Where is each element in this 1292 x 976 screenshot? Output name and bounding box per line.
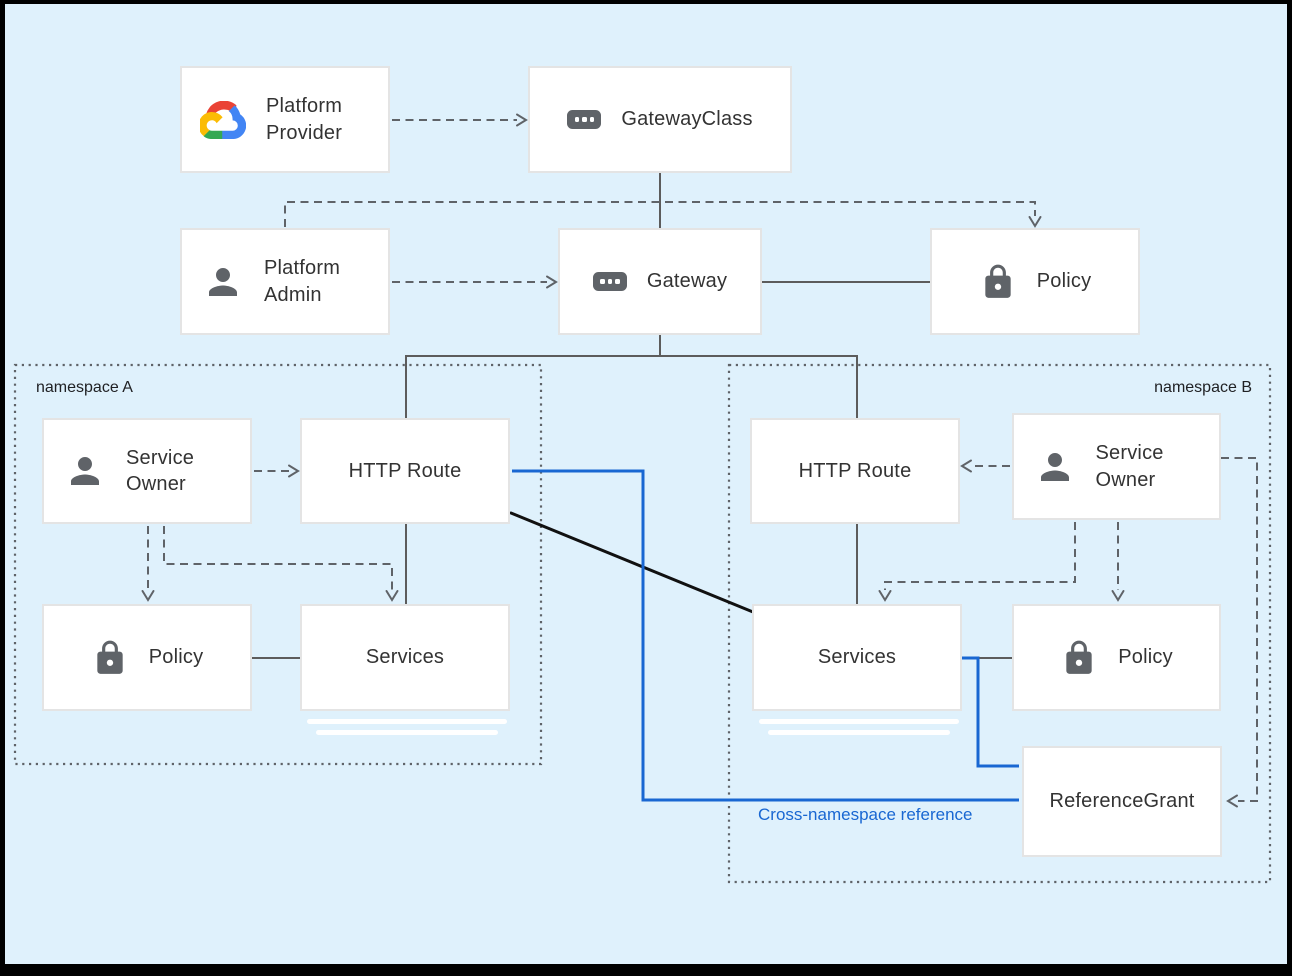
person-icon bbox=[1034, 446, 1076, 488]
service-owner-b-label: Service Owner bbox=[1095, 442, 1164, 491]
arrowhead-services-b bbox=[878, 590, 892, 602]
node-platform-admin: Platform Admin bbox=[180, 228, 390, 335]
referencegrant-label: ReferenceGrant bbox=[1049, 790, 1195, 813]
node-policy-a: Policy bbox=[42, 604, 252, 711]
arrowhead-services-a bbox=[385, 590, 399, 602]
node-http-route-a: HTTP Route bbox=[300, 418, 510, 524]
namespace-b-border bbox=[727, 363, 1272, 884]
gateway-label: Gateway bbox=[646, 270, 728, 293]
edge-httproute-a-services-b bbox=[509, 511, 755, 614]
platform-admin-label: Platform Admin bbox=[264, 257, 341, 306]
node-platform-provider: Platform Provider bbox=[180, 66, 390, 173]
arrowhead-httproute-b bbox=[960, 459, 972, 473]
lock-icon bbox=[979, 263, 1017, 301]
edge-gateway-httproutes bbox=[405, 335, 858, 418]
arrowhead-referencegrant bbox=[1226, 794, 1238, 808]
http-route-a-label: HTTP Route bbox=[348, 459, 462, 482]
edge-httproute-a-referencegrant bbox=[512, 469, 1019, 802]
services-a-stack-line bbox=[307, 719, 507, 724]
service-owner-a-label: Service Owner bbox=[126, 446, 195, 495]
node-referencegrant: ReferenceGrant bbox=[1022, 746, 1222, 857]
arrowhead-policy-cluster bbox=[1028, 216, 1042, 228]
node-services-a: Services bbox=[300, 604, 510, 711]
services-b-stack-line bbox=[759, 719, 959, 724]
google-cloud-icon bbox=[200, 100, 246, 139]
services-a-label: Services bbox=[365, 646, 445, 669]
node-policy-cluster: Policy bbox=[930, 228, 1140, 335]
arrowhead-gateway bbox=[546, 275, 558, 289]
namespace-b-label: namespace B bbox=[1154, 379, 1252, 396]
services-b-stack-line bbox=[768, 730, 950, 735]
resource-chip-icon bbox=[567, 110, 602, 129]
policy-a-label: Policy bbox=[148, 646, 204, 669]
node-http-route-b: HTTP Route bbox=[750, 418, 960, 524]
services-b-label: Services bbox=[817, 646, 897, 669]
person-icon bbox=[202, 261, 244, 303]
arrowhead-policy-b bbox=[1111, 590, 1125, 602]
person-icon bbox=[64, 450, 106, 492]
node-services-b: Services bbox=[752, 604, 962, 711]
edge-owner-b-services-b bbox=[884, 522, 1076, 590]
arrowhead-policy-a bbox=[141, 590, 155, 602]
node-service-owner-b: Service Owner bbox=[1012, 413, 1221, 520]
platform-provider-label: Platform Provider bbox=[266, 95, 343, 144]
edge-owner-a-services-a bbox=[163, 526, 393, 590]
edge-owner-b-referencegrant bbox=[1221, 457, 1258, 802]
policy-cluster-label: Policy bbox=[1036, 270, 1092, 293]
http-route-b-label: HTTP Route bbox=[798, 459, 912, 482]
node-gatewayclass: GatewayClass bbox=[528, 66, 792, 173]
arrowhead-gatewayclass bbox=[516, 113, 528, 127]
lock-icon bbox=[1060, 639, 1098, 677]
edge-services-b-referencegrant bbox=[962, 656, 1019, 768]
cross-namespace-reference-label: Cross-namespace reference bbox=[758, 805, 973, 824]
node-gateway: Gateway bbox=[558, 228, 762, 335]
services-a-stack-line bbox=[316, 730, 498, 735]
namespace-a-label: namespace A bbox=[36, 379, 133, 396]
arrowhead-httproute-a bbox=[288, 464, 300, 478]
resource-chip-icon bbox=[592, 272, 627, 291]
node-service-owner-a: Service Owner bbox=[42, 418, 252, 524]
gatewayclass-label: GatewayClass bbox=[621, 108, 753, 131]
lock-icon bbox=[91, 639, 129, 677]
policy-b-label: Policy bbox=[1118, 646, 1173, 669]
node-policy-b: Policy bbox=[1012, 604, 1221, 711]
